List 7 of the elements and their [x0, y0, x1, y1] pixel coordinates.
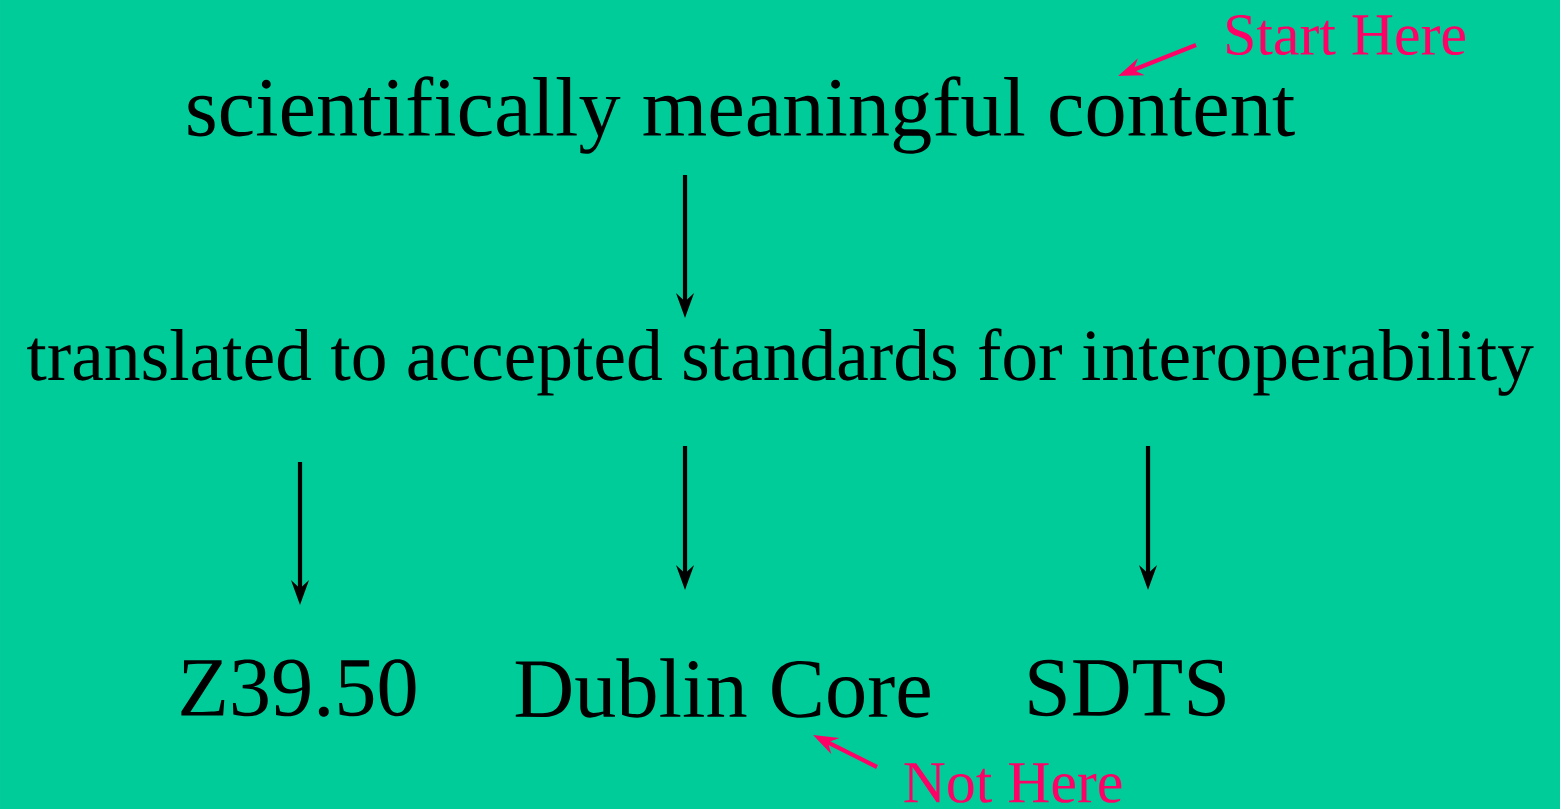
annotation-text: Not Here	[904, 763, 1122, 803]
annotation-text: Start Here	[1227, 14, 1465, 56]
standard-label: SDTS	[1029, 659, 1225, 717]
heading-text: scientifically meaningful content	[188, 76, 1295, 154]
standard-label: Dublin Core	[515, 658, 930, 718]
standard-label: Z39.50	[181, 659, 416, 717]
step-text: translated to accepted standards for interoperability	[27, 328, 1534, 396]
